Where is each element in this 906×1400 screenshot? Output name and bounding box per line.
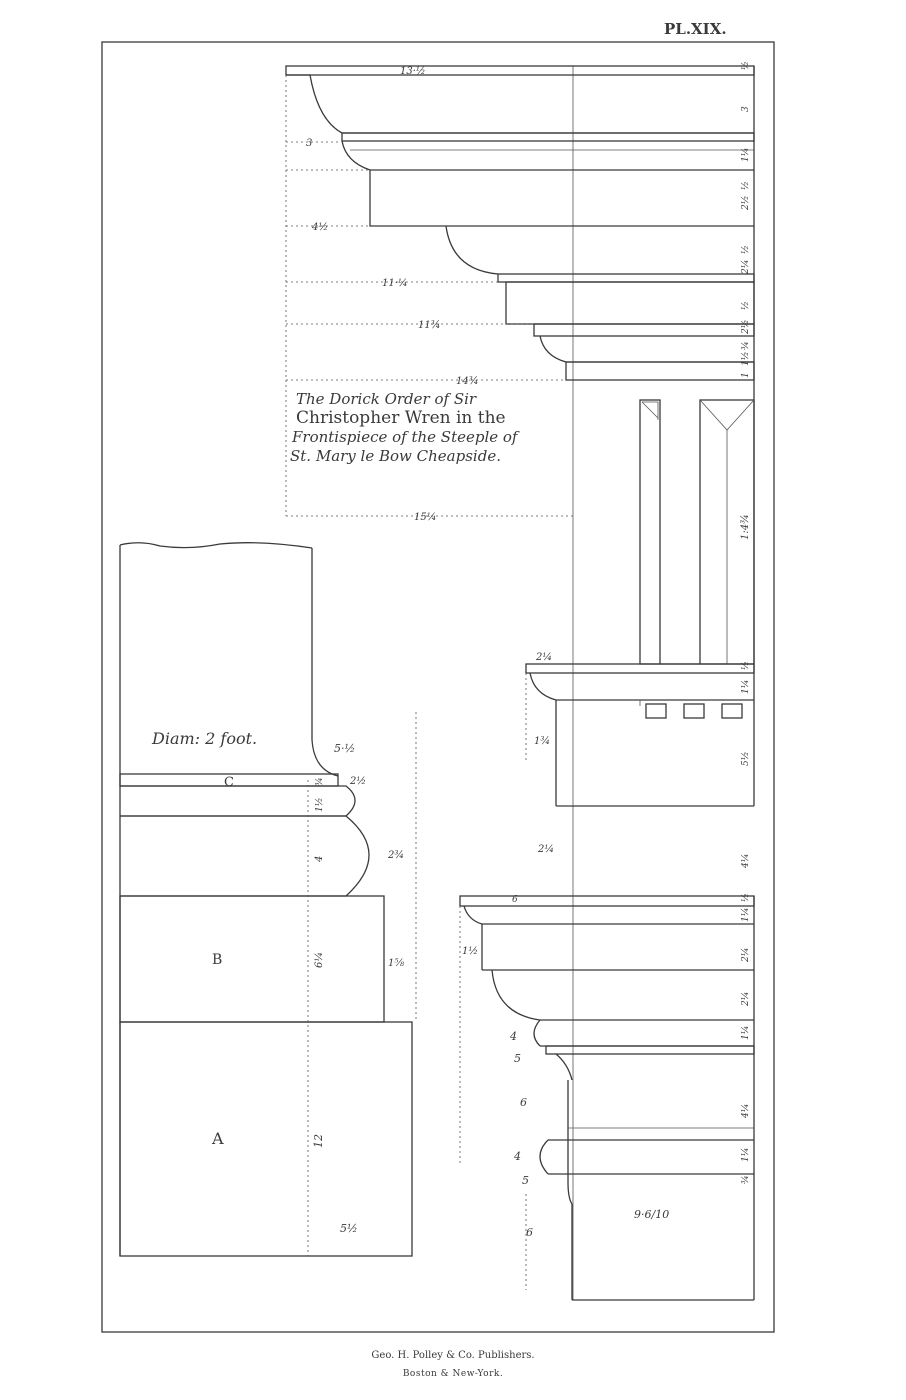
base-profile: 6 1½ ½ 1¼ 2¼ 2¼ 4 5 1¼ 6 4¼ 4 5 ¾ 1¼ 6 9…: [459, 893, 755, 1301]
height-11: 1½: [740, 352, 751, 366]
capital-height-5: 4¼: [740, 854, 751, 869]
capital-height-4: 5½: [740, 752, 751, 766]
title-line-1: The Dorick Order of Sir: [296, 390, 477, 408]
base-label-3: ½: [740, 893, 751, 902]
plate-border: [101, 41, 775, 1333]
base-label-10: 6: [520, 1096, 527, 1109]
base-label-8: 5: [514, 1052, 521, 1065]
pedestal-profile: C B A Diam: 2 foot. 5·½ 2½ ¾ 1½ 2¾ 4 6¼ …: [119, 542, 417, 1257]
height-10: ¾: [740, 341, 751, 350]
proj-4: 11·¼: [382, 278, 408, 289]
entablature-profile: 13·½ 3 4½ 11·¼ 11¾ 14¾ 15¼ ½ 3 1¼ ½ 2½ ½…: [285, 61, 755, 1300]
plate-title: The Dorick Order of Sir Christopher Wren…: [290, 390, 520, 465]
publisher-line-2: Boston & New-York.: [403, 1369, 503, 1379]
pedestal-4: 1½: [314, 798, 325, 812]
pedestal-7: 6¼: [314, 952, 325, 968]
capital-height-3: 1¼: [740, 680, 751, 694]
capital-proj: 2¼: [535, 652, 552, 663]
capital-height-1: 1¾: [534, 736, 550, 747]
label-b: B: [212, 952, 222, 968]
diameter-label: Diam: 2 foot.: [151, 729, 257, 748]
base-label-15: 1¼: [740, 1148, 751, 1162]
triglyph-height: 1:4¾: [740, 514, 751, 540]
height-7: 2¼: [740, 260, 751, 275]
pedestal-10: 5½: [340, 1222, 358, 1235]
label-c: C: [224, 775, 234, 790]
pedestal-8: 1⅝: [388, 958, 404, 969]
title-line-3: Frontispiece of the Steeple of: [291, 428, 520, 446]
pedestal-2: 2½: [349, 776, 366, 787]
proj-2: 3: [306, 138, 312, 149]
height-4: ½: [740, 181, 751, 190]
proj-6: 14¾: [456, 376, 478, 387]
height-12: 1: [741, 372, 751, 378]
base-label-4: 1¼: [740, 908, 751, 922]
height-3: 1¼: [740, 148, 751, 162]
base-label-9: 1¼: [740, 1026, 751, 1040]
proj-7: 15¼: [414, 512, 436, 523]
plate-number: PL.XIX.: [664, 20, 727, 38]
pedestal-3: ¾: [314, 777, 325, 786]
base-label-7: 4: [509, 1030, 517, 1043]
base-label-6: 2¼: [740, 992, 751, 1007]
base-label-1: 6: [512, 895, 518, 905]
height-5: 2½: [740, 196, 751, 211]
base-label-13: 5: [522, 1174, 529, 1187]
label-a: A: [211, 1129, 224, 1148]
base-label-16: 6: [526, 1226, 533, 1239]
publisher-line-1: Geo. H. Polley & Co. Publishers.: [371, 1350, 534, 1361]
pedestal-9: 12: [312, 1134, 325, 1148]
base-label-17: 9·6/10: [634, 1208, 669, 1221]
capital-height-2: ½: [740, 661, 751, 670]
height-6: ½: [740, 245, 751, 254]
base-label-14: ¾: [740, 1175, 751, 1184]
height-9: 2½: [740, 320, 751, 335]
pedestal-5: 2¾: [387, 850, 404, 861]
height-1: ½: [740, 61, 751, 70]
base-label-11: 4¼: [740, 1104, 751, 1119]
capital-proj-2: 2¼: [537, 844, 554, 855]
pedestal-6: 4: [314, 856, 325, 863]
title-line-4: St. Mary le Bow Cheapside.: [290, 447, 501, 465]
proj-3: 4½: [311, 222, 328, 233]
proj-5: 11¾: [418, 320, 440, 331]
height-2: 3: [741, 106, 751, 112]
base-label-5: 2¼: [740, 948, 751, 963]
pedestal-1: 5·½: [334, 742, 355, 755]
base-label-2: 1½: [462, 946, 478, 957]
height-8: ½: [740, 301, 751, 310]
base-label-12: 4: [513, 1150, 521, 1163]
proj-1: 13·½: [400, 66, 426, 77]
frieze-triglyphs: 1:4¾: [639, 380, 755, 665]
capital-profile: 2¼ 1¾ ½ 1¼ 5½ 2¼ 4¼: [525, 652, 755, 869]
title-line-2: Christopher Wren in the: [296, 408, 506, 428]
